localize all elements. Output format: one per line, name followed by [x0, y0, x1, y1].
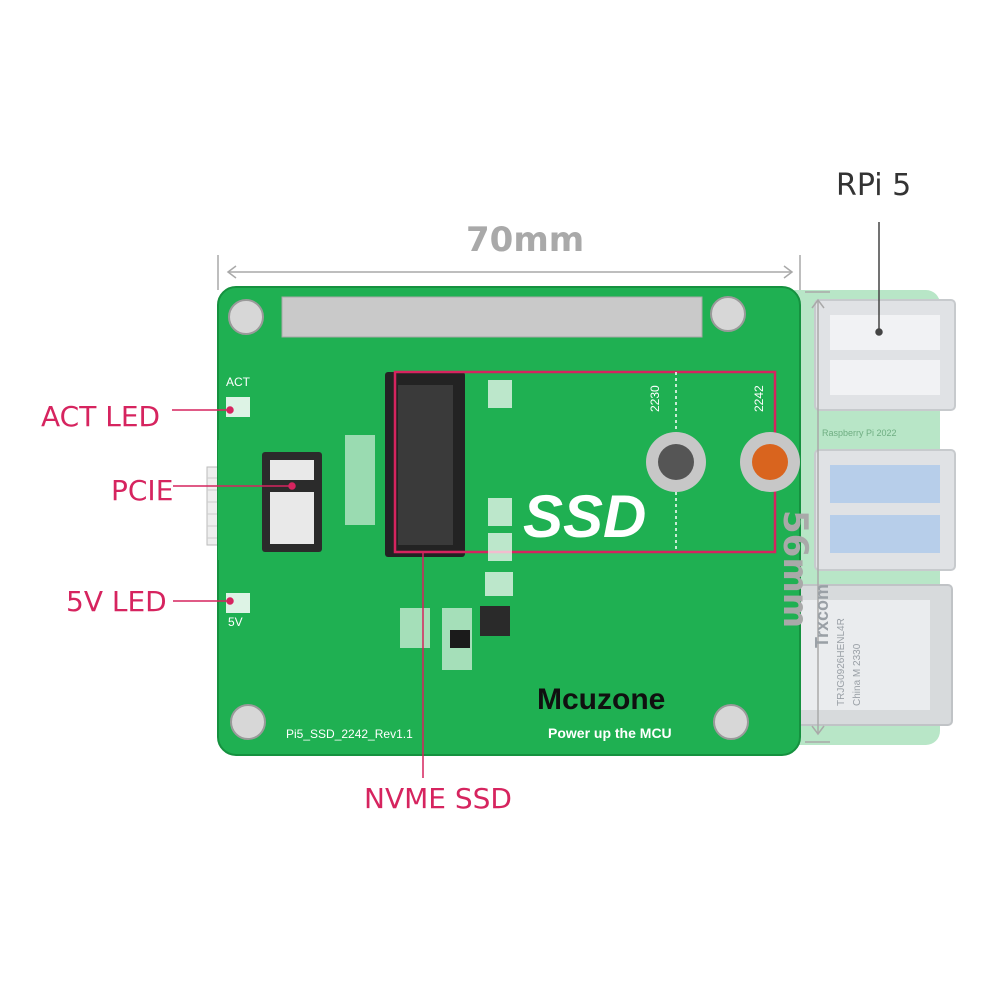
ethernet-port — [761, 584, 953, 726]
size-2242-label: 2242 — [752, 385, 766, 412]
brand-logo-text: Mcuzone — [537, 683, 666, 716]
ethernet-brand-text: Trxcom — [812, 583, 832, 648]
ethernet-part-text: TRJG0926HENL4R — [836, 618, 847, 706]
height-dimension-label: 56mm — [775, 510, 815, 629]
pcie-callout: PCIE — [111, 474, 174, 507]
dimension-lines — [217, 255, 830, 743]
callout-lines — [172, 406, 424, 778]
ethernet-origin-text: China M 2330 — [852, 643, 863, 706]
nvme-ssd-callout: NVME SSD — [364, 782, 512, 815]
act-led-callout: ACT LED — [41, 400, 161, 433]
ssd-large-text: SSD — [523, 483, 647, 550]
rpi-leader-line — [875, 222, 883, 336]
silk-5v: 5V — [228, 615, 243, 629]
revision-text: Pi5_SSD_2242_Rev1.1 — [286, 727, 413, 741]
width-dimension-label: 70mm — [466, 220, 585, 260]
ssd-hat-board — [217, 286, 801, 756]
size-2230-label: 2230 — [648, 385, 662, 412]
raspberry-pi-board — [760, 290, 956, 745]
5v-led-callout: 5V LED — [66, 585, 167, 618]
rpi-silk-text: Raspberry Pi 2022 — [822, 428, 897, 438]
silk-act: ACT — [226, 375, 250, 389]
tagline-text: Power up the MCU — [548, 725, 672, 741]
rpi5-label: RPi 5 — [836, 168, 912, 203]
usb-port-top — [814, 299, 956, 411]
usb-port-bottom — [814, 449, 956, 571]
